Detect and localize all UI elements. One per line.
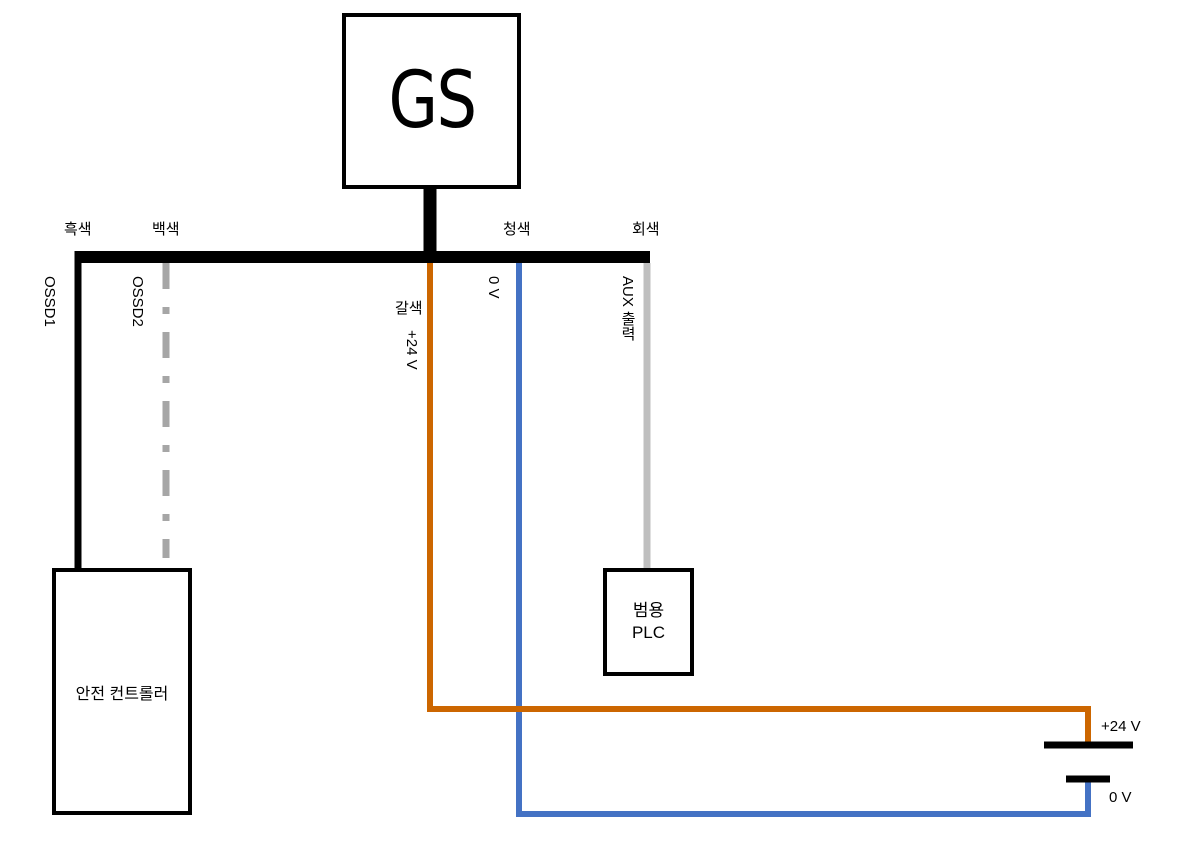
plc-label-line1: 범용 [632,601,665,620]
wire-color-label-24v: 갈색 [395,300,423,317]
wire-color-label-0v: 청색 [503,221,531,238]
wire-color-label-ossd2: 백색 [152,221,180,238]
signal-label-24v: +24 V [403,330,420,370]
signal-label-ossd2: OSSD2 [129,276,146,327]
sensor-label: GS [388,56,477,146]
wire-color-label-aux: 회색 [632,221,660,238]
power-supply-negative-label: 0 V [1109,789,1132,806]
signal-label-0v: 0 V [485,276,502,299]
wire-0v [516,263,1091,817]
power-supply-positive-label: +24 V [1101,718,1141,735]
wire-24v [427,263,1091,745]
plc-label-line2: PLC [631,623,666,642]
wire-color-label-ossd1: 흑색 [64,221,92,238]
signal-label-ossd1: OSSD1 [41,276,58,327]
safety-controller-box: 안전 컨트롤러 [52,568,192,815]
plc-box: 범용 PLC [603,568,694,676]
gs-sensor-box: GS [342,13,521,189]
signal-label-aux: AUX 출력 [619,276,636,342]
controller-label: 안전 컨트롤러 [75,685,169,703]
